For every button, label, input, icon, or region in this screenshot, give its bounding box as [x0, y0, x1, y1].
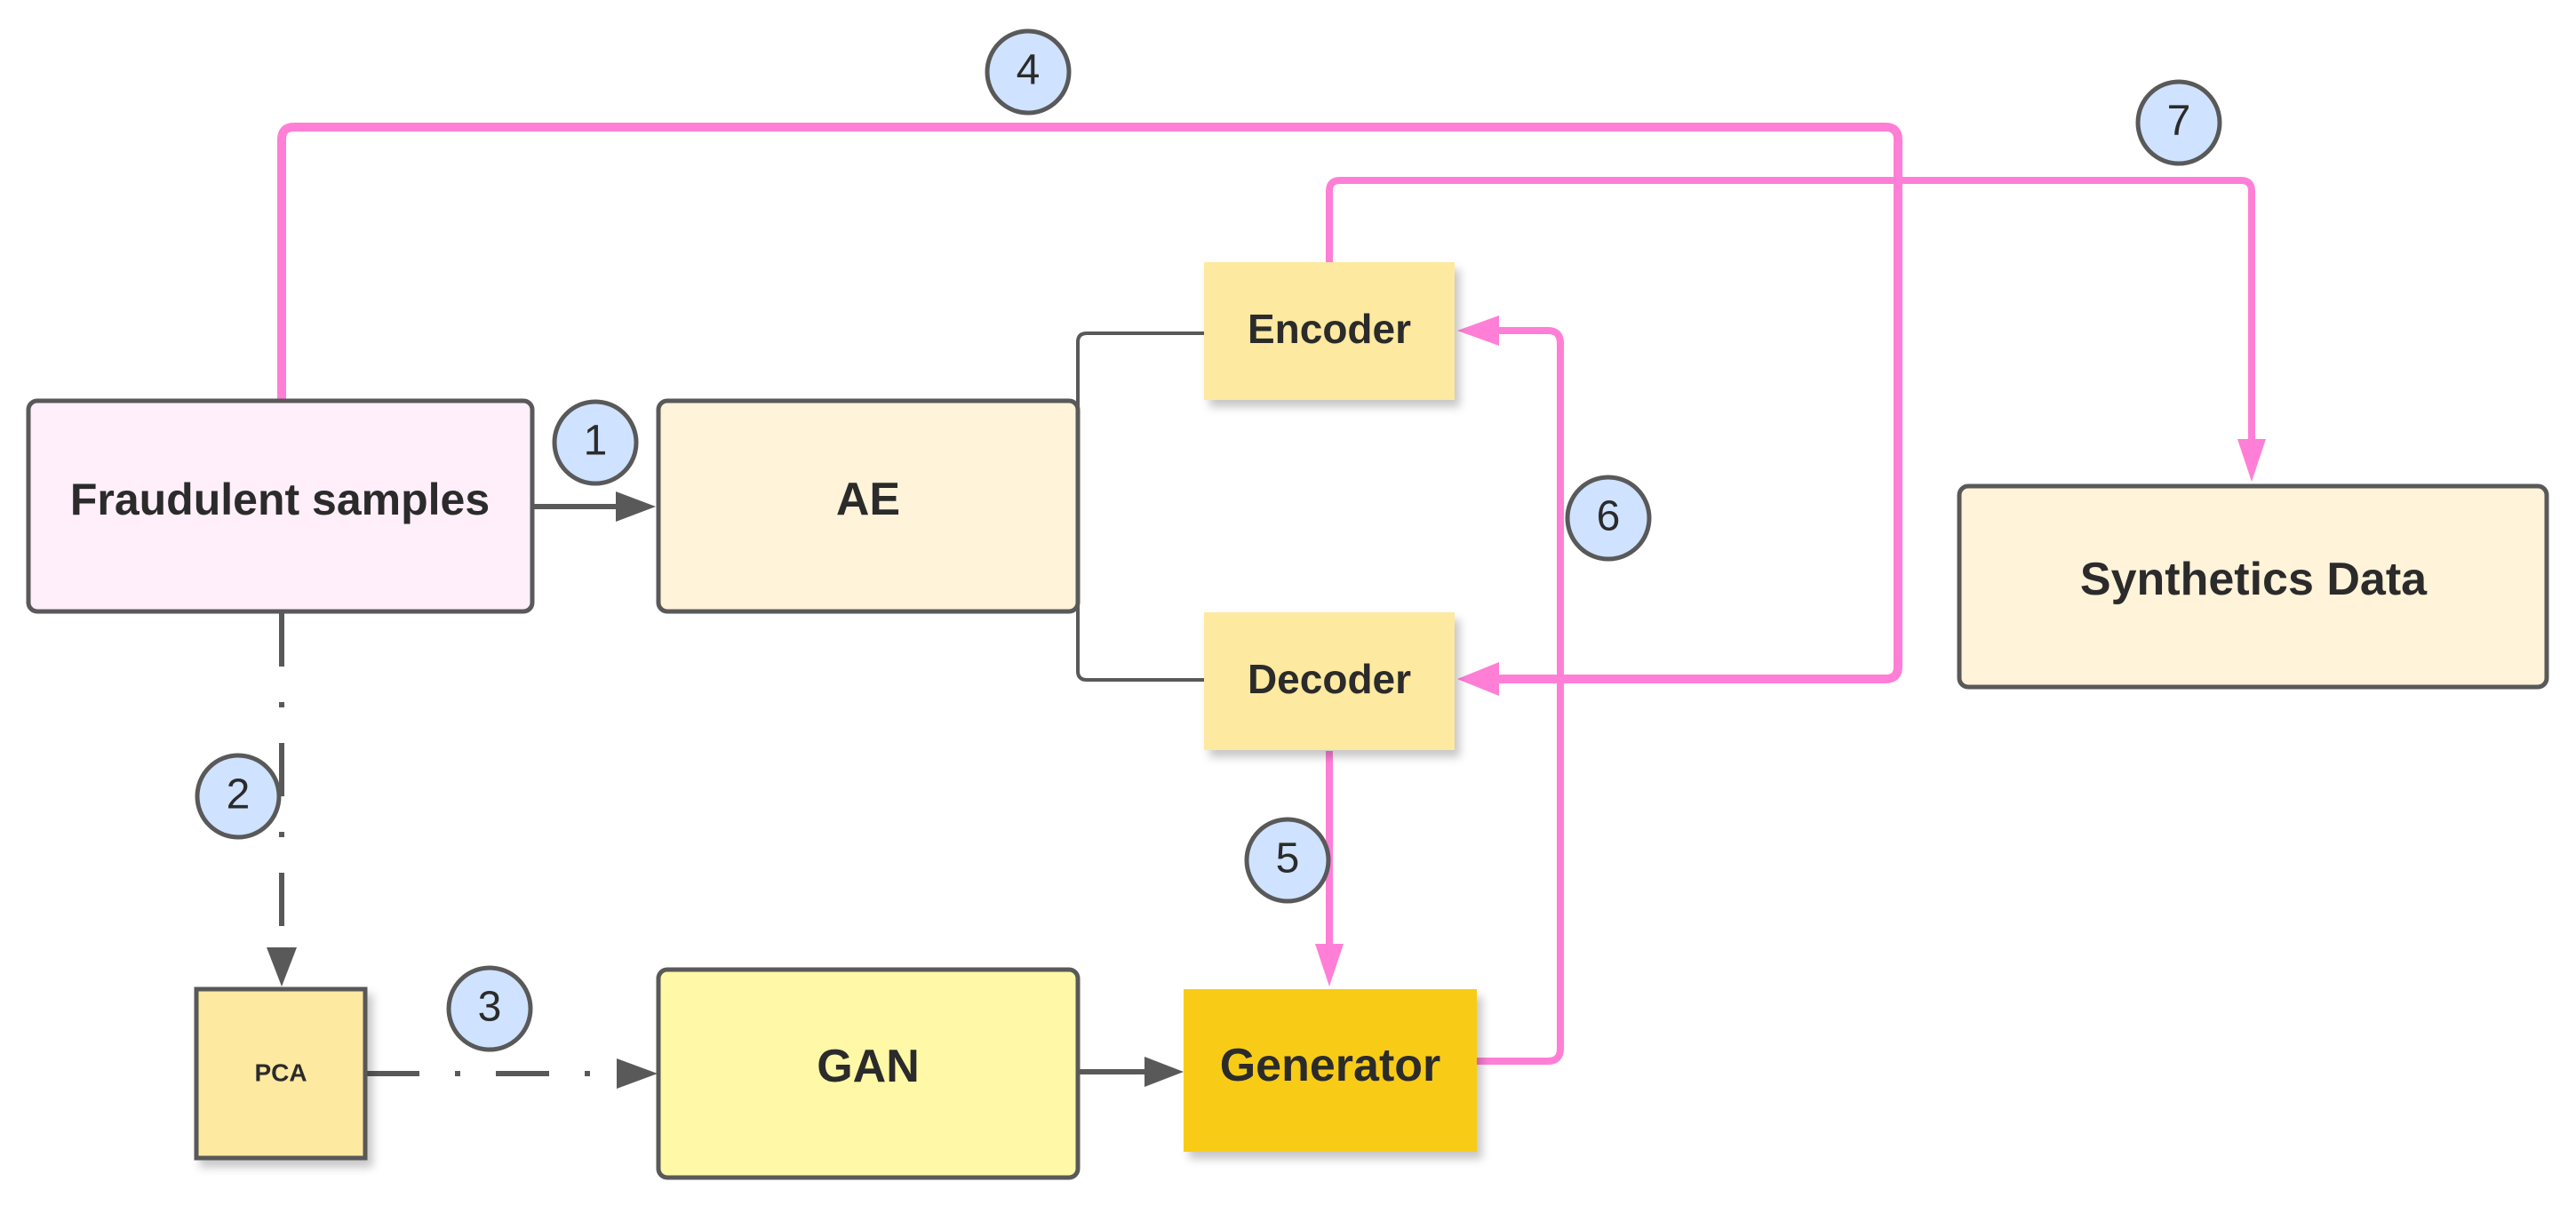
- encoder-label: Encoder: [1248, 306, 1411, 352]
- node-gan[interactable]: GAN: [656, 967, 1081, 1180]
- arrowhead-fraud-to-pca: [267, 947, 297, 986]
- node-pca[interactable]: PCA: [194, 986, 368, 1161]
- flow-7-encoder-to-synthetics: [1326, 177, 2255, 441]
- arrowhead-gan-to-generator: [1144, 1057, 1184, 1087]
- arrowhead-flow-6: [1457, 315, 1499, 346]
- generator-label: Generator: [1220, 1040, 1441, 1091]
- node-synthetics-data[interactable]: Synthetics Data: [1957, 483, 2549, 690]
- step-badge-4: 4: [985, 28, 1072, 116]
- ae-label: AE: [836, 474, 900, 525]
- arrowhead-flow-4: [1457, 662, 1499, 696]
- node-fraudulent-samples[interactable]: Fraudulent samples: [26, 398, 535, 614]
- step-6-label: 6: [1597, 493, 1621, 540]
- step-badge-5: 5: [1244, 817, 1331, 904]
- arrowhead-pca-to-gan: [617, 1058, 658, 1089]
- step-badge-1: 1: [552, 399, 639, 486]
- node-generator[interactable]: Generator: [1184, 989, 1477, 1152]
- pca-label: PCA: [254, 1059, 307, 1087]
- step-5-label: 5: [1276, 835, 1300, 883]
- fraudulent-samples-label: Fraudulent samples: [70, 475, 490, 524]
- step-4-label: 4: [1017, 47, 1041, 94]
- arrowhead-flow-5: [1315, 944, 1344, 986]
- step-badge-2: 2: [195, 753, 282, 840]
- step-2-label: 2: [227, 771, 251, 819]
- step-badge-6: 6: [1565, 475, 1652, 562]
- node-encoder[interactable]: Encoder: [1204, 262, 1455, 400]
- node-ae[interactable]: AE: [656, 398, 1081, 614]
- step-3-label: 3: [478, 984, 502, 1031]
- synthetics-data-label: Synthetics Data: [2080, 554, 2428, 605]
- arrowhead-flow-7: [2237, 439, 2266, 482]
- node-decoder[interactable]: Decoder: [1204, 612, 1455, 750]
- step-badge-3: 3: [446, 965, 533, 1052]
- decoder-label: Decoder: [1248, 656, 1411, 702]
- flow-6-generator-to-encoder: [1477, 327, 1564, 1065]
- step-1-label: 1: [584, 418, 608, 465]
- gan-label: GAN: [817, 1041, 920, 1092]
- arrowhead-fraud-to-ae: [616, 491, 656, 522]
- step-badge-7: 7: [2135, 79, 2222, 166]
- step-7-label: 7: [2167, 98, 2191, 145]
- flow-4-fraud-to-decoder: [277, 123, 1902, 683]
- ae-split-bracket: [1076, 331, 1204, 682]
